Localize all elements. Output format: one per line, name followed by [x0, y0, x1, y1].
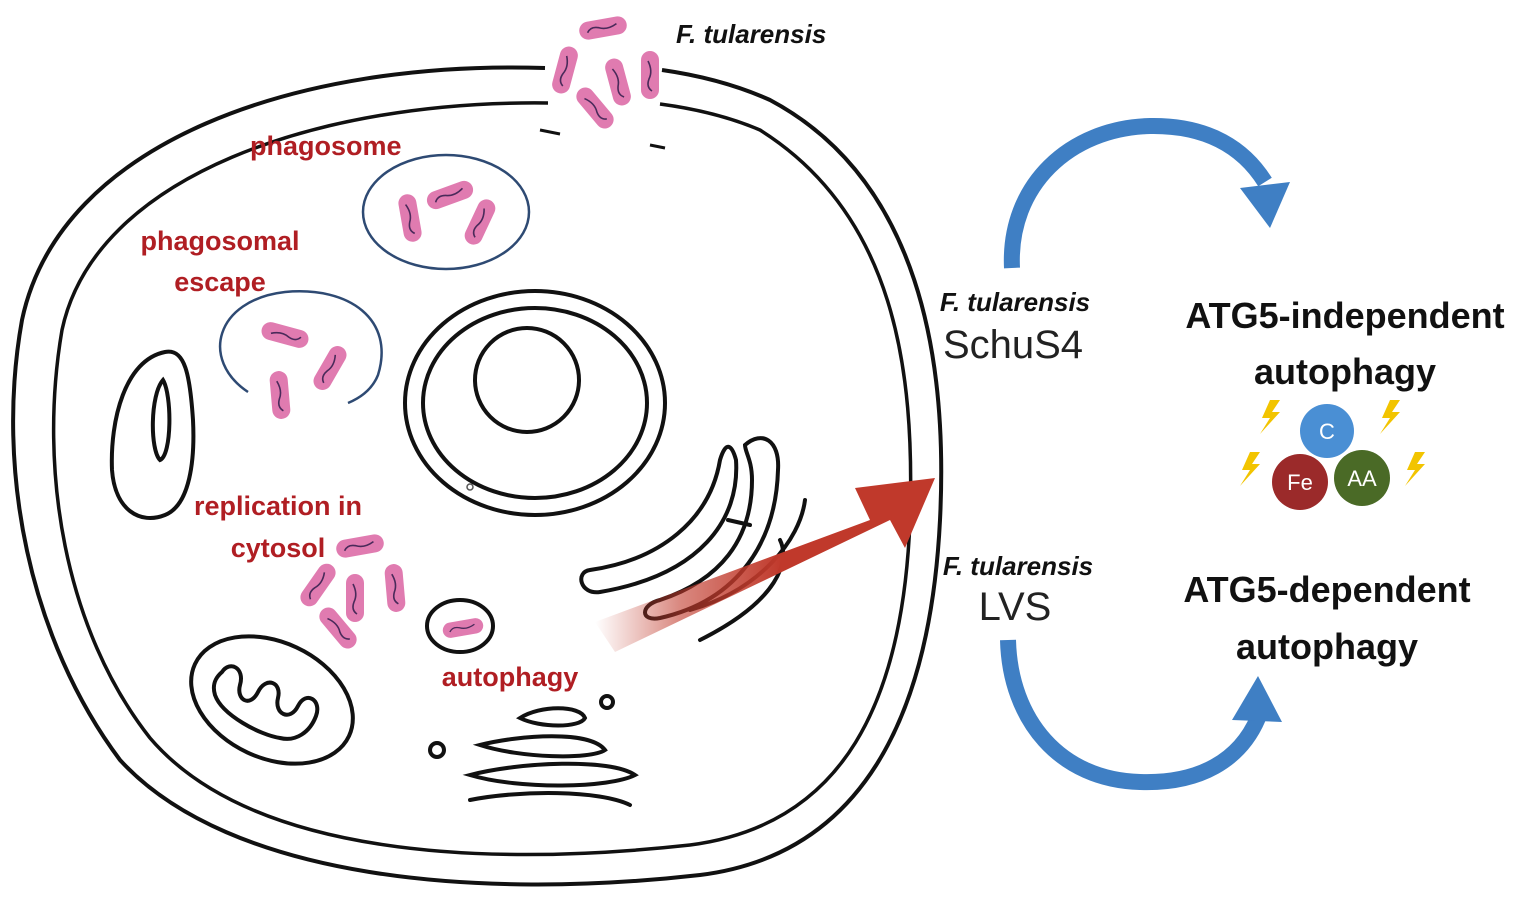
label-dependent-2: autophagy [1236, 626, 1418, 667]
label-independent-2: autophagy [1254, 351, 1436, 392]
molecule-fe [1272, 454, 1328, 510]
molecule-aa [1334, 450, 1390, 506]
molecule-aa-label: AA [1347, 466, 1377, 491]
curved-arrow-bottom [1000, 639, 1282, 791]
label-escape-1: phagosomal [140, 226, 299, 256]
label-lvs-strain: LVS [979, 585, 1052, 629]
label-escape-2: escape [174, 267, 266, 297]
autophagosome [425, 598, 495, 654]
molecule-c [1300, 404, 1354, 458]
bacteria-escaping [258, 319, 351, 421]
mitochondrion [189, 634, 355, 766]
nucleus-inner [421, 306, 649, 500]
nucleus-outer [403, 289, 667, 517]
bacteria-phagosome [396, 177, 500, 249]
label-schu-strain: SchuS4 [943, 323, 1083, 367]
bacteria-entering [549, 14, 660, 133]
escaping-phagosome [219, 290, 383, 405]
label-dependent-1: ATG5-dependent [1183, 569, 1470, 610]
molecule-c-label: C [1319, 419, 1335, 444]
nucleolus [473, 326, 581, 434]
label-autophagy: autophagy [442, 662, 579, 692]
label-phagosome: phagosome [250, 131, 402, 161]
label-lvs-species: F. tularensis [943, 551, 1093, 581]
vacuole-organelle [109, 349, 196, 520]
autophagy-output-arrow [595, 478, 935, 652]
label-independent-1: ATG5-independent [1185, 295, 1504, 336]
bolt-icon [1240, 400, 1425, 486]
phagosome-vesicle [361, 153, 531, 271]
label-bacterium-top: F. tularensis [676, 19, 826, 49]
molecule-fe-label: Fe [1287, 470, 1313, 495]
curved-arrow-top [1003, 117, 1290, 269]
label-schu-species: F. tularensis [940, 287, 1090, 317]
cell-membrane-inner [51, 101, 913, 857]
label-replication-2: cytosol [231, 533, 326, 563]
golgi-apparatus [428, 694, 639, 807]
label-replication-1: replication in [194, 491, 362, 521]
cell-membrane-outer [11, 65, 944, 887]
